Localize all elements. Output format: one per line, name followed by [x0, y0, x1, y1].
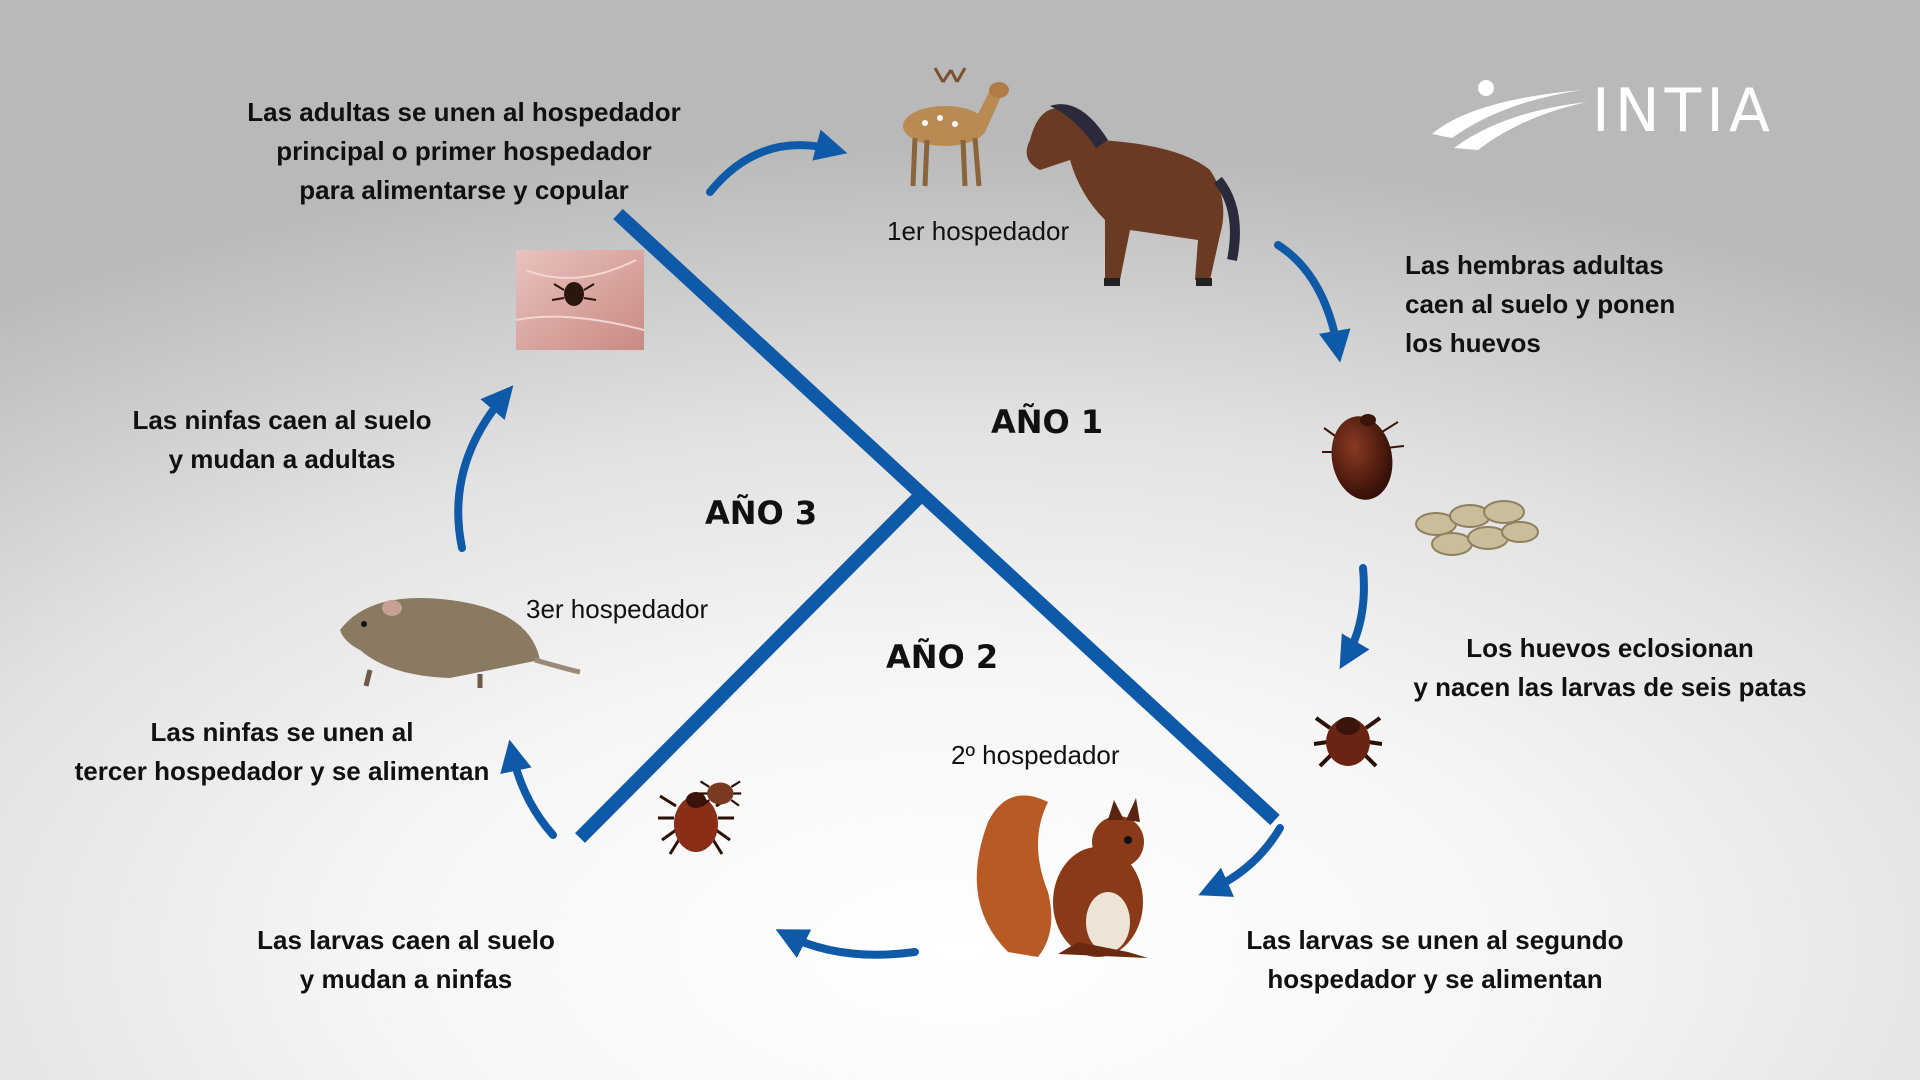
arrow-to-larvae — [1339, 564, 1370, 670]
arrow-to-eggs — [1274, 241, 1351, 363]
divider-main-line — [613, 208, 1280, 826]
squirrel-icon — [976, 795, 1148, 958]
step-larvae-attach: Las larvas se unen al segundo hospedador… — [1246, 925, 1624, 994]
tick-on-skin-icon — [515, 250, 645, 350]
eggs-icon — [1415, 500, 1539, 556]
step-nymphs-attach: Las ninfas se unen al tercer hospedador … — [74, 717, 490, 786]
arrow-to-second-host — [1198, 824, 1284, 897]
arrow-to-first-host — [706, 129, 848, 196]
larva-tick-icon — [1313, 716, 1383, 768]
horse-icon — [1026, 104, 1240, 286]
logo-text: INTIA — [1592, 76, 1775, 146]
year-3-label: AÑO 3 — [705, 494, 818, 532]
third-host-label: 3er hospedador — [526, 594, 709, 624]
rat-icon — [340, 598, 581, 688]
step-adults-attach: Las adultas se unen al hospedador princi… — [247, 97, 681, 205]
arrow-to-larvae-drop — [775, 929, 919, 959]
cycle-arrows — [454, 129, 1370, 959]
year-1-label: AÑO 1 — [991, 403, 1104, 441]
intia-logo-icon — [1432, 80, 1587, 150]
nymph-tick-icon — [699, 780, 742, 807]
engorged-tick-icon — [1322, 414, 1405, 500]
arrow-to-third-host — [500, 739, 557, 839]
year-2-label: AÑO 2 — [886, 638, 999, 676]
first-host-label: 1er hospedador — [887, 216, 1070, 246]
divider-branch-line — [575, 493, 923, 843]
step-females-drop: Las hembras adultas caen al suelo y pone… — [1405, 250, 1676, 358]
step-nymphs-drop: Las ninfas caen al suelo y mudan a adult… — [132, 405, 432, 474]
second-host-label: 2º hospedador — [951, 740, 1120, 770]
intia-logo: INTIA — [1432, 72, 1838, 152]
step-eggs-hatch: Los huevos eclosionan y nacen las larvas… — [1413, 633, 1807, 702]
deer-icon — [903, 67, 1009, 187]
arrow-to-adult-tick — [454, 385, 514, 552]
year-divider — [575, 208, 1280, 843]
step-larvae-drop: Las larvas caen al suelo y mudan a ninfa… — [257, 925, 555, 994]
